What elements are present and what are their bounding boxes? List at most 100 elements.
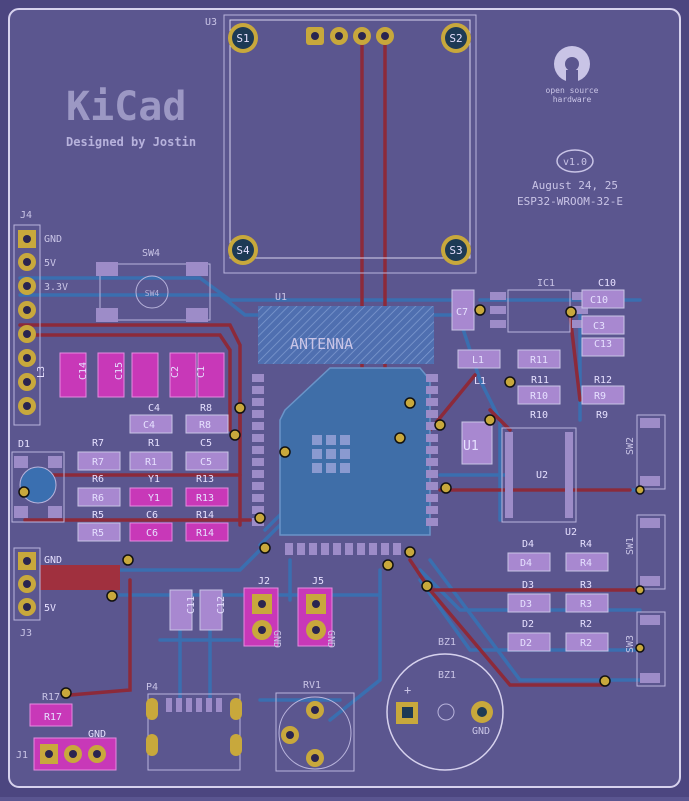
svg-text:R5: R5 <box>92 528 104 539</box>
sw4-switch[interactable]: SW4 SW4 <box>96 248 211 322</box>
svg-text:GND: GND <box>325 630 336 648</box>
svg-text:R1: R1 <box>148 438 160 449</box>
vias <box>18 304 645 699</box>
svg-text:C15: C15 <box>114 362 125 380</box>
svg-text:R14: R14 <box>196 528 214 539</box>
svg-text:C14: C14 <box>78 362 89 380</box>
sw2-switch[interactable]: SW2 <box>625 414 666 490</box>
r17-resistor[interactable]: R17 R17 <box>42 692 62 723</box>
svg-text:R11: R11 <box>530 355 548 366</box>
j1-connector[interactable]: J1 GND <box>16 729 106 764</box>
svg-text:J2: J2 <box>258 576 270 587</box>
svg-text:R2: R2 <box>580 619 592 630</box>
svg-text:ANTENNA: ANTENNA <box>290 335 353 353</box>
svg-text:U2: U2 <box>565 527 577 538</box>
antenna-area <box>258 306 434 364</box>
gnd-pour <box>40 565 120 590</box>
mount-s3[interactable]: S3 <box>441 235 471 265</box>
svg-text:P4: P4 <box>146 682 158 693</box>
j2-header[interactable]: J2 GND <box>252 576 282 648</box>
svg-text:R10: R10 <box>530 391 548 402</box>
smd-parts[interactable] <box>77 289 625 652</box>
sw1-switch[interactable]: SW1 <box>625 514 666 590</box>
svg-text:C11: C11 <box>186 596 197 614</box>
board-info: v1.0 August 24, 25 ESP32-WROOM-32-E <box>517 149 623 208</box>
svg-text:U1: U1 <box>275 292 287 303</box>
svg-text:S4: S4 <box>236 244 250 257</box>
svg-text:C5: C5 <box>200 457 212 468</box>
svg-text:R2: R2 <box>580 638 592 649</box>
svg-text:C6: C6 <box>146 510 158 521</box>
svg-text:C3: C3 <box>593 321 605 332</box>
mount-s2[interactable]: S2 <box>441 23 471 53</box>
svg-text:5V: 5V <box>44 258 56 269</box>
svg-text:3.3V: 3.3V <box>44 282 68 293</box>
j4-header[interactable]: J4 GND 5V 3.3V <box>13 210 68 426</box>
svg-text:D3: D3 <box>522 580 534 591</box>
svg-text:R8: R8 <box>200 403 212 414</box>
mount-s1[interactable]: S1 <box>228 23 258 53</box>
j3-header[interactable]: GND 5V J3 <box>13 547 62 639</box>
svg-text:R10: R10 <box>530 410 548 421</box>
svg-text:R5: R5 <box>92 510 104 521</box>
svg-text:C10: C10 <box>598 278 616 289</box>
svg-text:L3: L3 <box>36 366 47 378</box>
svg-text:R17: R17 <box>44 712 62 723</box>
svg-text:R6: R6 <box>92 493 104 504</box>
svg-text:D4: D4 <box>522 539 534 550</box>
svg-text:D3: D3 <box>520 599 532 610</box>
svg-text:R3: R3 <box>580 599 592 610</box>
svg-text:U2: U2 <box>536 470 548 481</box>
svg-text:R4: R4 <box>580 539 592 550</box>
svg-text:R8: R8 <box>199 420 211 431</box>
svg-text:R1: R1 <box>145 457 157 468</box>
j5-header[interactable]: J5 GND <box>306 576 336 648</box>
svg-text:August 24, 25: August 24, 25 <box>532 179 618 192</box>
svg-text:J1: J1 <box>16 750 28 761</box>
svg-text:S3: S3 <box>449 244 462 257</box>
u3-header-holes <box>311 32 389 40</box>
mount-s4[interactable]: S4 <box>228 235 258 265</box>
svg-text:U1: U1 <box>463 439 479 454</box>
svg-text:C12: C12 <box>216 596 227 614</box>
svg-text:J5: J5 <box>312 576 324 587</box>
svg-text:Y1: Y1 <box>148 474 160 485</box>
svg-text:+: + <box>404 683 411 697</box>
svg-text:S1: S1 <box>236 32 249 45</box>
svg-text:R13: R13 <box>196 493 214 504</box>
svg-text:Designed by Jostin: Designed by Jostin <box>66 135 196 149</box>
p4-connector[interactable]: P4 <box>146 682 242 771</box>
svg-text:SW4: SW4 <box>142 248 160 259</box>
svg-text:R7: R7 <box>92 457 104 468</box>
svg-text:hardware: hardware <box>553 95 592 104</box>
svg-text:KiCad: KiCad <box>66 84 186 130</box>
svg-text:GND: GND <box>88 729 106 740</box>
bz1-buzzer[interactable]: BZ1 BZ1 + GND <box>386 637 504 771</box>
svg-text:C7: C7 <box>456 307 468 318</box>
svg-text:J3: J3 <box>20 628 32 639</box>
svg-text:GND: GND <box>271 630 282 648</box>
u2-ic[interactable]: U1 <box>461 421 577 523</box>
svg-text:IC1: IC1 <box>537 278 555 289</box>
svg-text:R11: R11 <box>531 375 549 386</box>
rv1-potentiometer[interactable]: RV1 <box>275 680 355 772</box>
kicad-logo: KiCad Designed by Jostin <box>66 84 196 149</box>
svg-text:RV1: RV1 <box>303 680 321 691</box>
svg-text:C13: C13 <box>594 339 612 350</box>
svg-text:R14: R14 <box>196 510 214 521</box>
svg-text:C1: C1 <box>196 366 207 378</box>
svg-text:L1: L1 <box>474 376 486 387</box>
svg-text:C2: C2 <box>170 366 181 378</box>
svg-text:GND: GND <box>44 234 62 245</box>
svg-text:GND: GND <box>472 726 490 737</box>
svg-text:R13: R13 <box>196 474 214 485</box>
svg-text:SW3: SW3 <box>625 635 636 653</box>
ic1[interactable]: IC1 <box>490 278 588 333</box>
svg-text:R12: R12 <box>594 375 612 386</box>
svg-text:BZ1: BZ1 <box>438 670 456 681</box>
svg-text:R7: R7 <box>92 438 104 449</box>
u3-module[interactable]: U3 S1 S2 S4 S3 <box>205 14 477 274</box>
u1-esp32[interactable]: U1 ANTENNA <box>252 292 438 555</box>
